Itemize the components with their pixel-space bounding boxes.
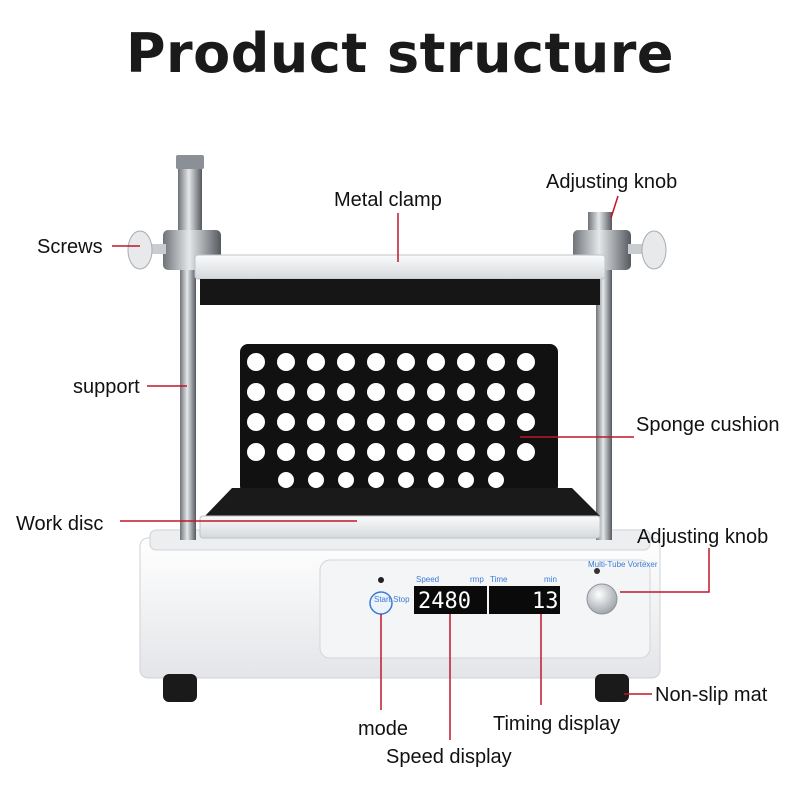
label-adjusting-knob-right: Adjusting knob (637, 526, 769, 548)
label-speed-display: Speed display (386, 746, 512, 768)
lower-sponge (205, 488, 600, 516)
top-sponge (200, 279, 600, 305)
speed-label: Speed (416, 575, 439, 584)
label-work-disc: Work disc (16, 513, 104, 535)
speed-display-screen (414, 586, 487, 614)
label-screws: Screws (37, 236, 103, 258)
speed-display-value: 2480 (418, 589, 471, 614)
time-unit: min (544, 575, 557, 584)
sponge-holes (247, 353, 535, 488)
front-knob-indicator (594, 568, 600, 574)
label-mode: mode (358, 718, 409, 740)
top-clamp-plate (194, 254, 606, 280)
timing-display-screen (489, 586, 560, 614)
label-support: support (73, 376, 140, 398)
label-adjusting-knob-top: Adjusting knob (546, 171, 678, 193)
left-foot (163, 674, 197, 702)
label-non-slip-mat: Non-slip mat (655, 684, 768, 706)
right-screw (628, 230, 667, 270)
label-metal-clamp: Metal clamp (334, 189, 442, 211)
work-disc (199, 515, 601, 539)
label-sponge-cushion: Sponge cushion (636, 414, 780, 436)
right-foot (595, 674, 629, 702)
indicator-dot (378, 577, 384, 583)
left-support-rod (180, 240, 196, 540)
label-timing-display: Timing display (493, 713, 621, 735)
page-title: Product structure (125, 22, 675, 85)
leader-lines (112, 195, 710, 740)
time-label: Time (490, 575, 508, 584)
right-support-rod (596, 240, 612, 540)
speed-unit: rmp (470, 575, 484, 584)
left-rod-cap (176, 155, 204, 169)
front-adjusting-knob (586, 583, 618, 615)
timing-display-value: 13 (532, 589, 559, 614)
brand-text: Multi-Tube Vortexer (588, 560, 658, 569)
left-screw (127, 230, 166, 270)
mode-button-text: Start Stop (374, 595, 410, 604)
